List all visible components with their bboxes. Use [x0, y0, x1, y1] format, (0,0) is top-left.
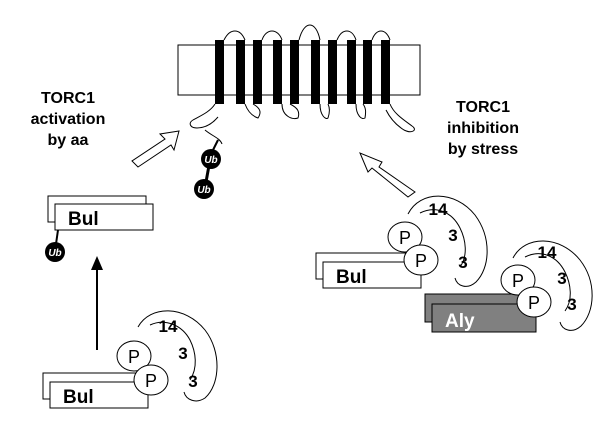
- svg-text:TORC1: TORC1: [456, 99, 510, 116]
- bul-14-3-3-complex-bottom: Bul P P 14 3 3: [42, 310, 218, 409]
- svg-text:3: 3: [458, 253, 467, 272]
- cytoplasmic-loops: [189, 103, 415, 133]
- arrow-up: [91, 256, 103, 350]
- svg-text:P: P: [415, 251, 427, 271]
- transmembrane-helices: [215, 40, 390, 104]
- hollow-arrow-left: [131, 130, 180, 168]
- phospho-site-1: P: [387, 221, 423, 253]
- n-terminal-tail: [204, 129, 223, 145]
- svg-text:activation: activation: [31, 111, 106, 128]
- label-torc1-inhibition: TORC1 inhibition by stress: [447, 99, 519, 158]
- svg-text:3: 3: [557, 269, 566, 288]
- svg-text:Ub: Ub: [204, 155, 217, 166]
- 14-3-3-outline: [512, 240, 593, 331]
- svg-text:14: 14: [429, 200, 448, 219]
- phospho-site-1: P: [116, 340, 152, 372]
- extracellular-loops: [223, 24, 391, 41]
- svg-text:P: P: [145, 371, 157, 391]
- label-torc1-activation: TORC1 activation by aa: [31, 90, 106, 149]
- phospho-site-2: P: [403, 244, 439, 276]
- hollow-arrow-right: [359, 152, 416, 198]
- svg-text:by aa: by aa: [48, 132, 89, 149]
- svg-text:14: 14: [159, 317, 178, 336]
- svg-text:3: 3: [448, 226, 457, 245]
- phospho-site-1: P: [500, 264, 536, 296]
- svg-text:TORC1: TORC1: [41, 90, 95, 107]
- svg-text:Bul: Bul: [63, 387, 94, 408]
- svg-text:by stress: by stress: [448, 141, 518, 158]
- phospho-site-2: P: [516, 286, 552, 318]
- phospho-site-2: P: [133, 364, 169, 396]
- 14-3-3-outline: [137, 310, 218, 402]
- svg-text:3: 3: [567, 295, 576, 314]
- bul-ubiquitinated: Bul Ub: [45, 195, 154, 262]
- ubiquitin-bul: Ub: [45, 242, 65, 262]
- svg-text:Ub: Ub: [48, 248, 61, 259]
- svg-text:P: P: [128, 347, 140, 367]
- svg-text:14: 14: [538, 243, 557, 262]
- svg-text:3: 3: [178, 344, 187, 363]
- svg-text:P: P: [528, 293, 540, 313]
- ubiquitin-top: Ub: [201, 149, 221, 169]
- bul-14-3-3-complex-right: Bul P P 14 3 3: [315, 195, 488, 289]
- svg-text:inhibition: inhibition: [447, 120, 519, 137]
- svg-text:P: P: [399, 228, 411, 248]
- svg-text:Bul: Bul: [68, 209, 99, 230]
- svg-text:Ub: Ub: [197, 185, 210, 196]
- transporter: Ub Ub: [177, 24, 421, 199]
- svg-text:3: 3: [188, 372, 197, 391]
- aly-14-3-3-complex: Aly P P 14 3 3: [424, 240, 593, 333]
- 14-3-3-outline: [407, 195, 488, 287]
- svg-text:Bul: Bul: [336, 267, 367, 288]
- ubiquitin-bottom: Ub: [194, 179, 214, 199]
- svg-text:P: P: [512, 271, 524, 291]
- svg-text:Aly: Aly: [445, 311, 475, 332]
